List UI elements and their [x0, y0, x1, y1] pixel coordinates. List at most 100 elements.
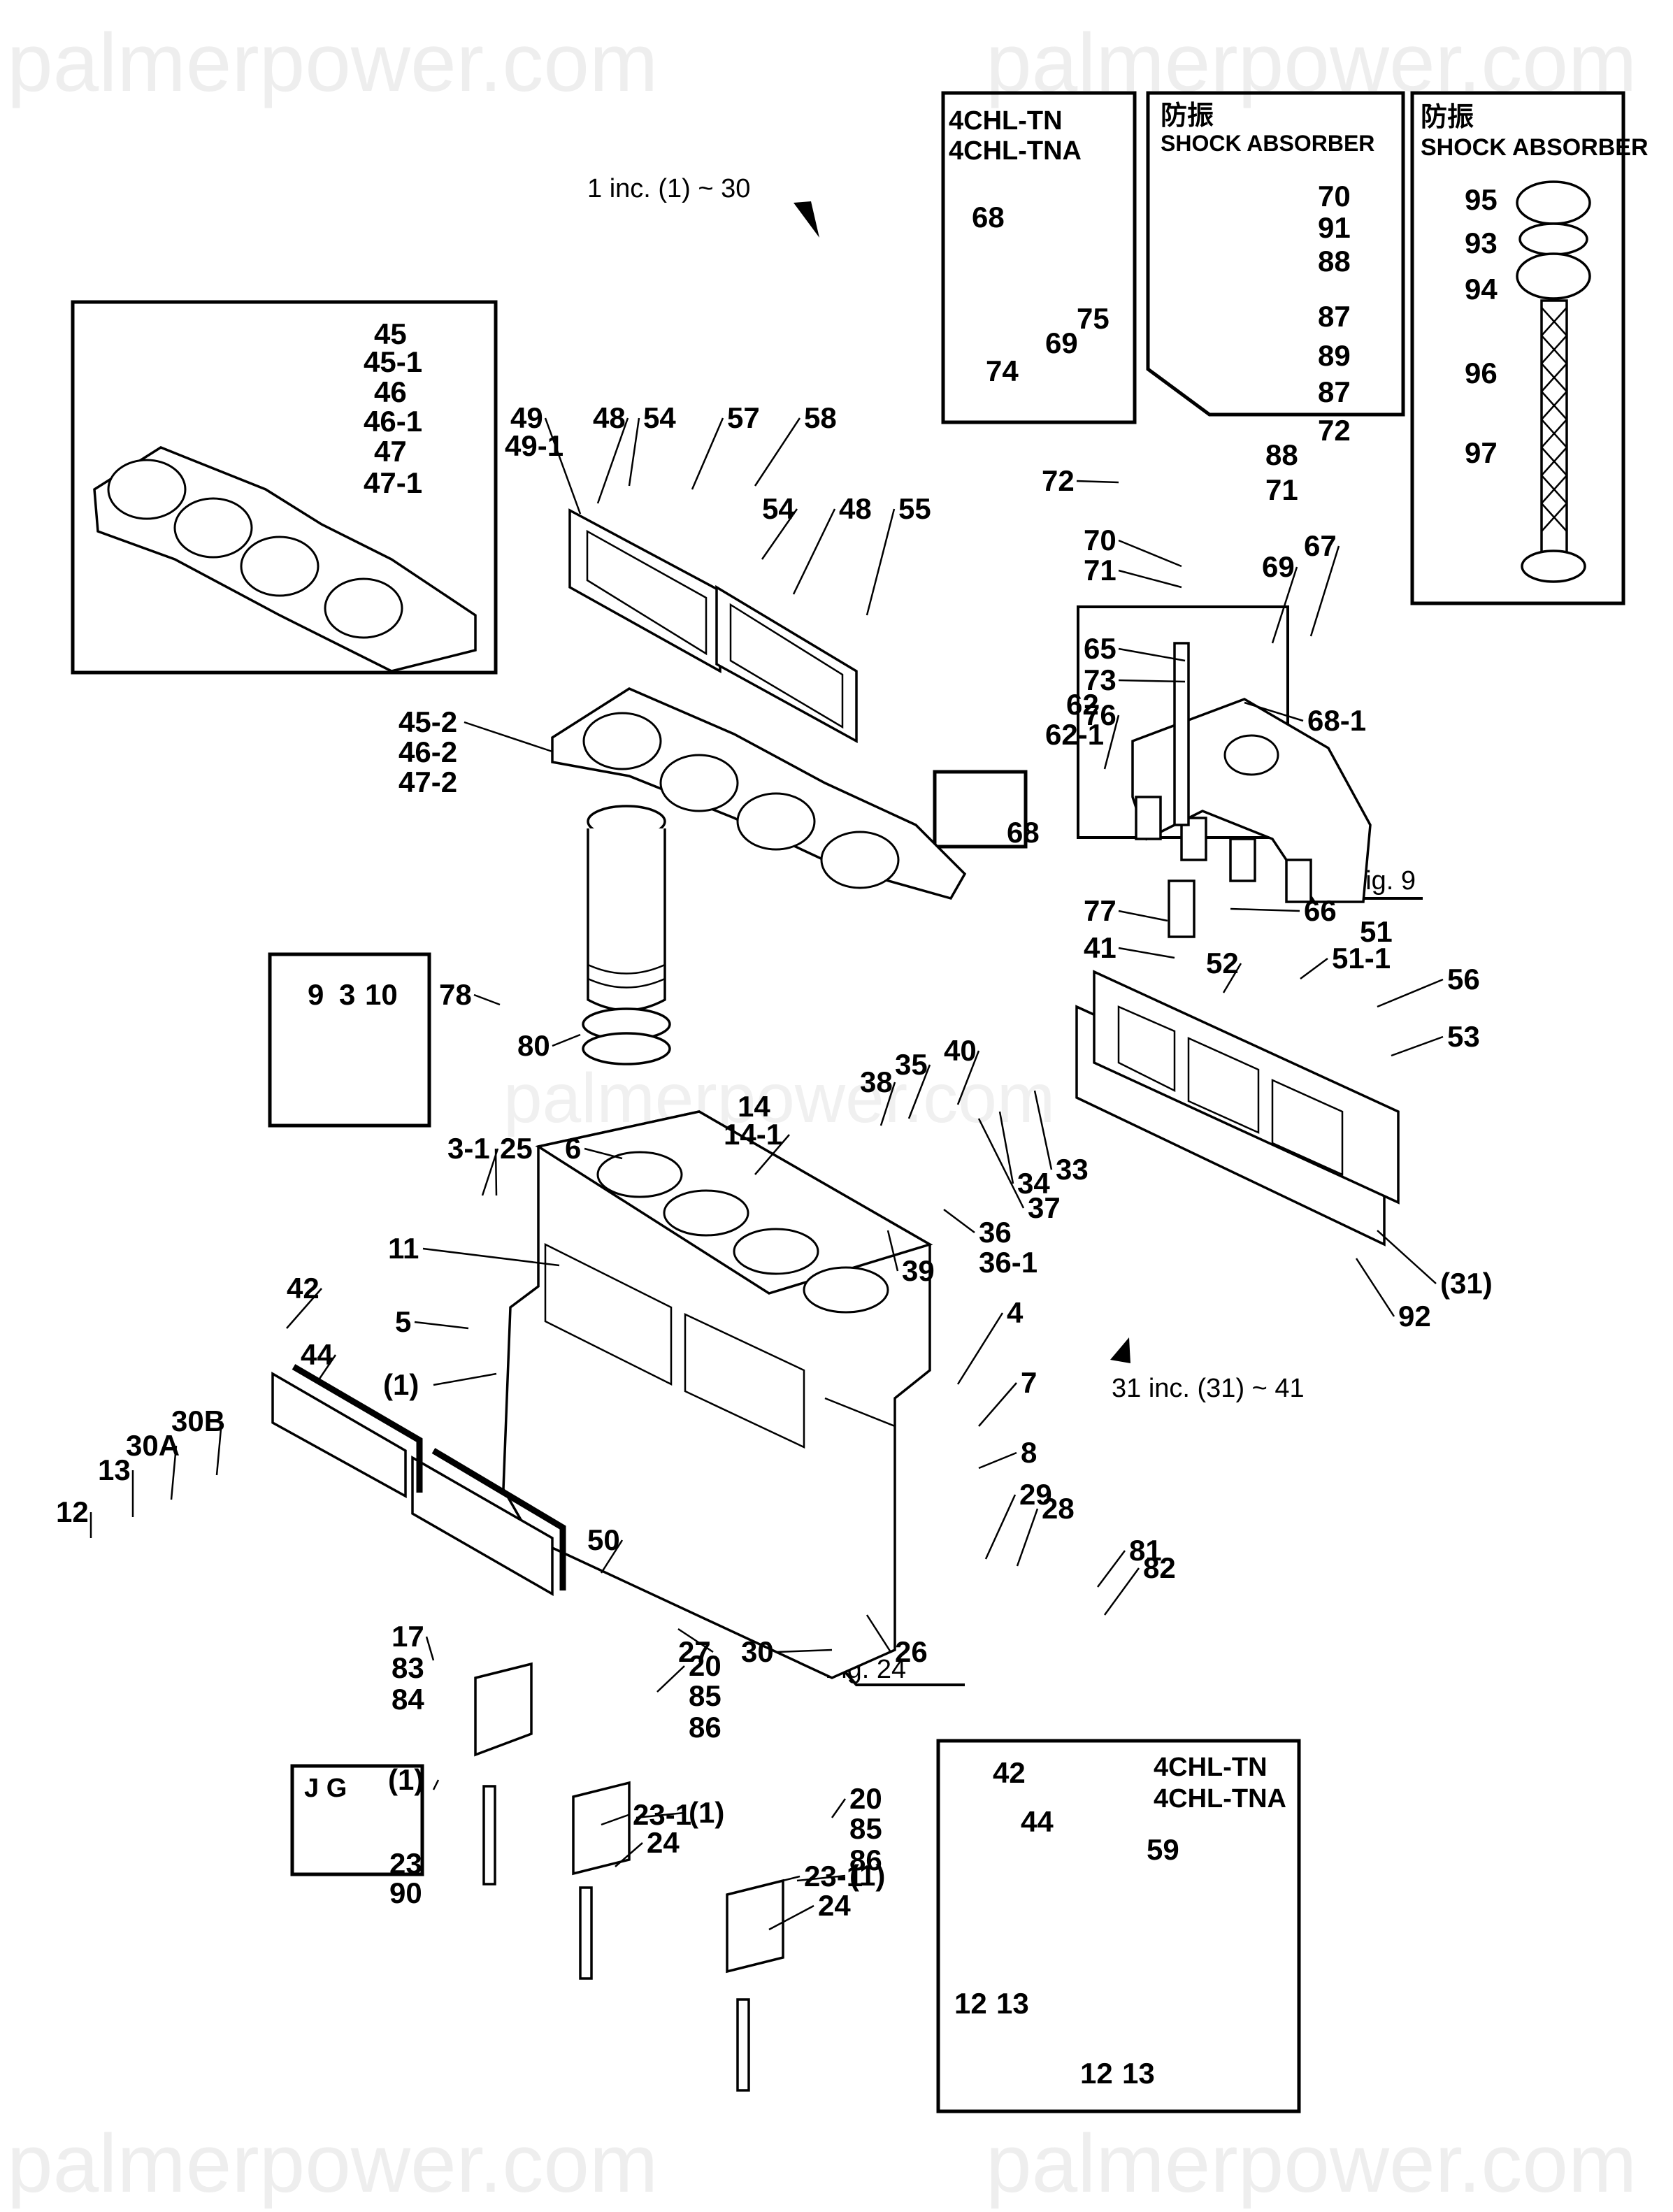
callout-label: 58 — [804, 401, 837, 434]
inset-model-top-frame — [941, 91, 1137, 424]
callout-leader-line — [866, 1614, 892, 1653]
callout-leader-line — [907, 1064, 931, 1119]
inset-frames — [71, 91, 1625, 2113]
callout-leader-line — [886, 1230, 899, 1272]
callout-label: 72 — [1042, 464, 1075, 497]
inset-head-gasket-frame — [71, 300, 498, 675]
callout-label: 47-2 — [398, 766, 457, 798]
callout-label: 48 — [839, 492, 872, 525]
callout-label: 42 — [287, 1272, 319, 1305]
cylinder-block-drawing — [502, 1110, 933, 1679]
callout-label: 71 — [1084, 554, 1116, 587]
inset-label-plug: 3 — [339, 978, 355, 1011]
callout-leader-line — [317, 1354, 337, 1381]
head-gasket-main-drawing — [551, 687, 967, 900]
callout-label: 62-1 — [1045, 718, 1104, 751]
inset-label-shock-absorber-b: 94 — [1465, 273, 1498, 306]
callout-leader-line — [1271, 566, 1298, 644]
callout-label: 49-1 — [505, 429, 563, 462]
callout-leader-line — [1391, 1035, 1444, 1057]
shock-b-title-jp: 防振 — [1421, 103, 1474, 132]
inset-plug-frame — [268, 952, 431, 1128]
callout-leader-line — [1103, 1567, 1140, 1616]
callout-label: 33 — [1056, 1153, 1089, 1186]
callout-leader-line — [998, 1111, 1014, 1184]
callout-label: 23-1 — [633, 1798, 691, 1831]
callout-label: 23-1 — [804, 1860, 863, 1893]
callout-leader-line — [754, 417, 801, 487]
callout-label: 81 — [1129, 1534, 1162, 1567]
callout-label: 57 — [727, 401, 760, 434]
group-notes: 1 inc. (1) ~ 30 31 inc. (31) ~ 41 Fig. 9… — [587, 174, 1423, 1686]
callout-label: 28 — [1042, 1492, 1075, 1525]
callout-leader-line — [656, 1665, 685, 1693]
callout-leader-line — [215, 1421, 223, 1476]
callout-leader-line — [761, 508, 798, 560]
callout-leader-line — [978, 1451, 1017, 1470]
callout-leader-line — [1076, 480, 1119, 484]
callout-leader-line — [754, 1134, 790, 1175]
callout-leader-line — [691, 417, 724, 490]
callout-label: 36-1 — [979, 1246, 1037, 1279]
callout-label: 86 — [689, 1711, 721, 1744]
inset-model-bottom-frame — [936, 1739, 1301, 2113]
callout-label: 76 — [1084, 698, 1116, 731]
callout-label: 24 — [818, 1889, 851, 1922]
callout-leader-line — [1309, 545, 1340, 637]
callout-label: 54 — [643, 401, 676, 434]
shock-a-title-jp: 防振 — [1161, 101, 1214, 131]
callout-label: 73 — [1084, 663, 1116, 696]
inset-label-head-gasket: 45 — [374, 317, 407, 350]
callout-leader-line — [1103, 714, 1120, 770]
callout-label: 51-1 — [1332, 942, 1391, 975]
inset-label-shock-absorber-b: 96 — [1465, 357, 1498, 389]
group1-arrow-icon — [794, 201, 819, 238]
callout-leader-line — [984, 1494, 1017, 1560]
callout-leader-line — [1118, 647, 1186, 662]
callout-label: 30 — [741, 1635, 774, 1668]
watermark-middle: palmerpower.com — [503, 1059, 1055, 1137]
callout-leader-line — [432, 1779, 440, 1790]
callout-label: 55 — [898, 492, 931, 525]
callout-label: 67 — [1304, 529, 1337, 562]
callout-leader-line — [628, 417, 640, 487]
rocker-cover-drawing — [568, 508, 858, 743]
callout-leader-line — [601, 1814, 629, 1826]
callout-label: (1) — [849, 1859, 885, 1892]
callout-leader-line — [1118, 947, 1175, 959]
callout-label: 40 — [944, 1034, 977, 1067]
side-cover-left-drawing — [271, 1364, 566, 1597]
callout-label: 92 — [1398, 1300, 1431, 1333]
callout-label: 83 — [392, 1651, 424, 1684]
callout-label: 3-1 — [447, 1132, 490, 1165]
callout-label: 86 — [849, 1844, 882, 1876]
callout-label: 44 — [301, 1338, 333, 1371]
inset-label-plug: 9 — [308, 978, 324, 1011]
inset-label-head-gasket: 47-1 — [364, 466, 422, 499]
inset-label-model-top: 74 — [986, 354, 1019, 387]
callout-label: 36 — [979, 1216, 1012, 1249]
callout-leader-line — [425, 1636, 435, 1661]
callout-leader-line — [544, 417, 582, 515]
inset-label-head-gasket: 46 — [374, 375, 407, 408]
callout-label: 80 — [517, 1029, 550, 1062]
callout-label: 14-1 — [724, 1118, 782, 1151]
inset-label-shock-absorber-a: 89 — [1318, 339, 1351, 372]
callout-label: 52 — [1206, 947, 1239, 979]
callout-leader-line — [600, 1539, 624, 1574]
exhaust-manifold-drawing — [1131, 642, 1372, 938]
callout-label: 20 — [849, 1782, 882, 1815]
callout-leader-line — [1355, 1258, 1395, 1317]
callout-label: 13 — [98, 1453, 131, 1486]
group31-arrow-icon — [1110, 1337, 1130, 1363]
model-bottom-line2: 4CHL-TNA — [1154, 1784, 1286, 1814]
inset-jg-frame — [290, 1764, 424, 1876]
callout-label: 12 — [56, 1495, 89, 1528]
callout-label: 20 — [689, 1649, 721, 1682]
callout-label: (1) — [383, 1368, 419, 1401]
callout-leader-line — [775, 1649, 833, 1653]
callout-leader-line — [792, 508, 836, 595]
callout-label: 30A — [126, 1429, 180, 1462]
callout-leader-line — [170, 1445, 178, 1500]
